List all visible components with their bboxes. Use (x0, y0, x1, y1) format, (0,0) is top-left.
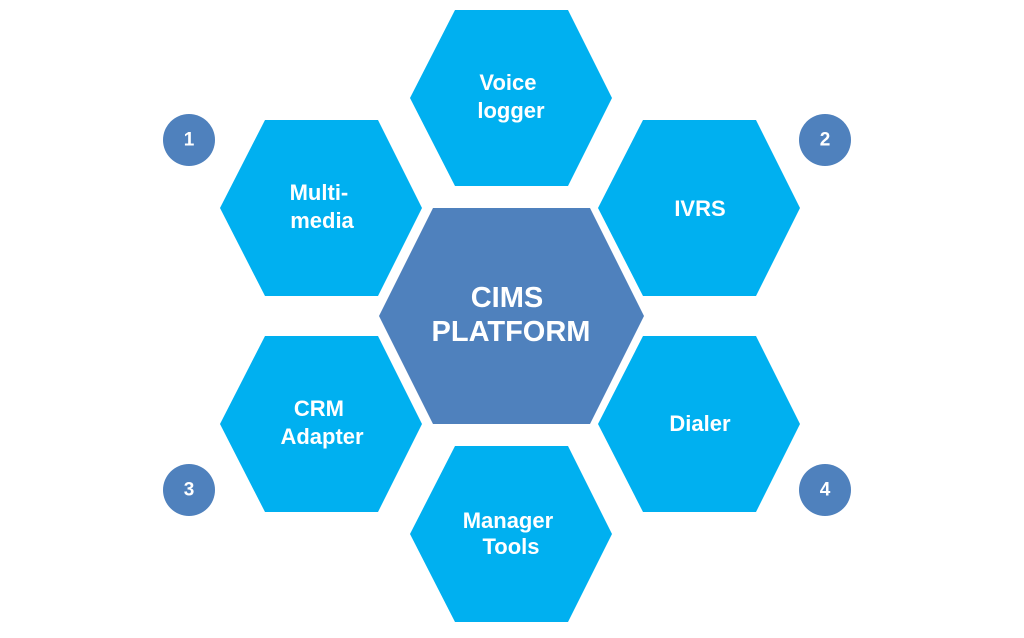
badge-1: 1 (163, 114, 215, 166)
multimedia-hexagon: Multi- media (220, 120, 422, 296)
badge-3: 3 (163, 464, 215, 516)
badge-2: 2 (799, 114, 851, 166)
badge-1-number: 1 (184, 130, 195, 151)
svg-text:Voice logger: Voice logger (477, 70, 545, 123)
voice-logger-hexagon: Voice logger (410, 10, 612, 186)
crm-adapter-label-line2: Adapter (280, 424, 364, 449)
cims-platform-hexagon: CIMS PLATFORM (379, 208, 644, 424)
manager-tools-label-line1: Manager (463, 508, 554, 533)
center-label-line1: CIMS (471, 282, 544, 314)
svg-text:CRM Adapter: CRM Adapter (280, 396, 364, 449)
svg-text:CIMS PLATFORM: CIMS PLATFORM (432, 282, 591, 348)
ivrs-label: IVRS (674, 196, 725, 221)
voice-logger-label-line2: logger (477, 98, 545, 123)
multimedia-label-line1: Multi- (290, 180, 349, 205)
ivrs-hexagon: IVRS (598, 120, 800, 296)
svg-text:Multi- media: Multi- media (290, 180, 355, 233)
svg-text:Manager Tools: Manager Tools (463, 508, 560, 559)
badge-2-number: 2 (820, 130, 831, 151)
manager-tools-label-line2: Tools (482, 534, 539, 559)
manager-tools-hexagon: Manager Tools (410, 446, 612, 622)
dialer-hexagon: Dialer (598, 336, 800, 512)
multimedia-label-line2: media (290, 208, 354, 233)
svg-text:Dialer: Dialer (669, 411, 731, 436)
svg-text:IVRS: IVRS (674, 196, 725, 221)
badge-3-number: 3 (184, 480, 195, 501)
dialer-label: Dialer (669, 411, 731, 436)
badge-4: 4 (799, 464, 851, 516)
voice-logger-label-line1: Voice (479, 70, 536, 95)
crm-adapter-hexagon: CRM Adapter (220, 336, 422, 512)
crm-adapter-label-line1: CRM (294, 396, 344, 421)
badge-4-number: 4 (820, 480, 831, 501)
center-label-line2: PLATFORM (432, 316, 591, 348)
